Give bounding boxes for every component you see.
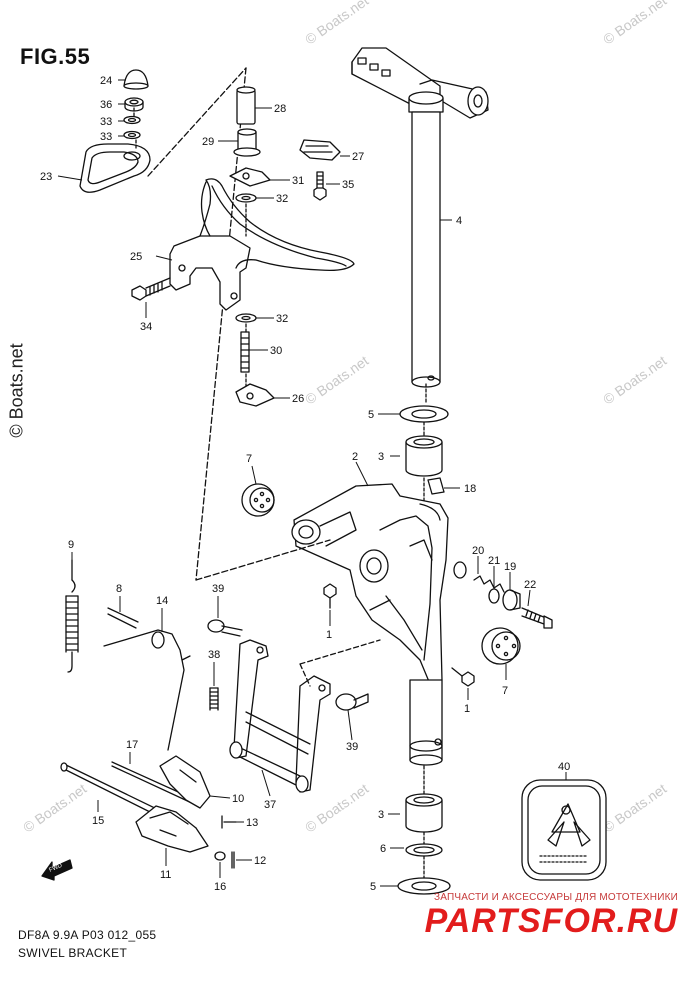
part-39-bolt [207, 619, 243, 637]
callout-8: 8 [116, 583, 122, 595]
callout-20: 20 [472, 545, 484, 557]
callout-13: 13 [246, 817, 258, 829]
callout-30: 30 [270, 345, 282, 357]
callout-3: 3 [378, 809, 384, 821]
callout-17: 17 [126, 739, 138, 751]
part-16-washer [214, 851, 226, 861]
part-24-cap [123, 69, 149, 90]
part-29-bushing [233, 128, 261, 157]
callout-29: 29 [202, 136, 214, 148]
part-33-washer [123, 115, 141, 125]
part-20-spring [473, 575, 505, 593]
fwd-label: FWD [48, 863, 64, 874]
callout-18: 18 [464, 483, 476, 495]
callout-23: 23 [40, 171, 52, 183]
part-22-bolt [521, 607, 553, 629]
callout-33: 33 [100, 116, 112, 128]
callout-14: 14 [156, 595, 168, 607]
callout-36: 36 [100, 99, 112, 111]
part-11-tilt-lock [135, 805, 209, 853]
callout-16: 16 [214, 881, 226, 893]
part-grommet-small [453, 561, 467, 579]
callout-35: 35 [342, 179, 354, 191]
part-35-bolt [313, 171, 327, 201]
swivel-tube-lower [409, 679, 443, 766]
part-38-spring [209, 687, 219, 711]
part-1-grease-nipple [323, 583, 337, 609]
callout-39: 39 [212, 583, 224, 595]
callout-27: 27 [352, 151, 364, 163]
part-7-grommet [481, 627, 521, 665]
part-1-grease-nipple [451, 667, 475, 687]
part-12-cotter-pin [231, 851, 235, 869]
part-33-washer [123, 130, 141, 140]
callout-26: 26 [292, 393, 304, 405]
part-18-plate [427, 477, 445, 495]
part-39-bolt [335, 693, 369, 711]
callout-10: 10 [232, 793, 244, 805]
callout-31: 31 [292, 175, 304, 187]
part-23-tilt-lever [79, 143, 151, 193]
callout-25: 25 [130, 251, 142, 263]
part-40-label [521, 779, 607, 881]
part-28-sleeve [236, 86, 256, 125]
part-25-bracket [169, 178, 355, 311]
part-8-pin [107, 607, 139, 629]
callout-40: 40 [558, 761, 570, 773]
callout-7: 7 [246, 453, 252, 465]
callout-24: 24 [100, 75, 112, 87]
callout-28: 28 [274, 103, 286, 115]
callout-21: 21 [488, 555, 500, 567]
callout-22: 22 [524, 579, 536, 591]
part-7-grommet [241, 483, 275, 517]
callout-34: 34 [140, 321, 152, 333]
part-37-tilt-frame [229, 639, 331, 793]
part-30-stud-bolt [240, 331, 250, 373]
promo-logo-text[interactable]: PARTSFOR.RU [424, 902, 678, 940]
part-4-steering-shaft [351, 47, 489, 388]
part-14-spring-lever [103, 629, 191, 751]
promo-tagline: ЗАПЧАСТИ И АКСЕССУАРЫ ДЛЯ МОТОТЕХНИКИ [433, 892, 678, 903]
part-3-bushing [405, 435, 443, 477]
callout-19: 19 [504, 561, 516, 573]
callout-1: 1 [464, 703, 470, 715]
callout-15: 15 [92, 815, 104, 827]
part-3-bushing [405, 793, 443, 833]
callout-33: 33 [100, 131, 112, 143]
callout-11: 11 [160, 869, 171, 881]
part-10-lever [159, 755, 211, 809]
part-9-spring [65, 559, 79, 673]
callout-12: 12 [254, 855, 266, 867]
figure-title: FIG.55 [20, 44, 91, 69]
part-21-washer [488, 588, 500, 604]
part-34-bolt [131, 277, 171, 301]
part-2-swivel-bracket [291, 483, 449, 685]
callout-5: 5 [370, 881, 376, 893]
figure-code: DF8A 9.9A P03 012_055 [18, 928, 157, 942]
callout-32: 32 [276, 193, 288, 205]
callout-32: 32 [276, 313, 288, 325]
fwd-arrow [41, 859, 73, 881]
callout-38: 38 [208, 649, 220, 661]
callout-6: 6 [380, 843, 386, 855]
callout-9: 9 [68, 539, 74, 551]
part-31-stopper-plate [229, 167, 271, 187]
callout-4: 4 [456, 215, 462, 227]
figure-name: SWIVEL BRACKET [18, 946, 128, 960]
callout-7: 7 [502, 685, 508, 697]
callout-5: 5 [368, 409, 374, 421]
promo-banner: ЗАПЧАСТИ И АКСЕССУАРЫ ДЛЯ МОТОТЕХНИКИ PA… [425, 892, 678, 939]
callout-37: 37 [264, 799, 276, 811]
callout-2: 2 [352, 451, 358, 463]
callout-1: 1 [326, 629, 332, 641]
callout-39: 39 [346, 741, 358, 753]
callout-3: 3 [378, 451, 384, 463]
part-27-clip [299, 139, 341, 161]
